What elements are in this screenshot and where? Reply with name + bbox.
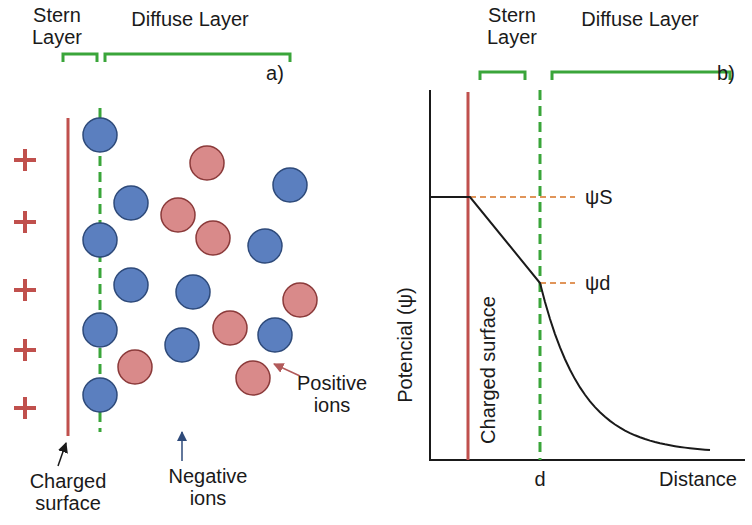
leader-arrow: [181, 432, 183, 461]
surface-label: Charged surface: [477, 285, 499, 455]
leader-arrow: [274, 364, 300, 376]
diffuse-bracket: [105, 54, 290, 62]
ion-label: Negative ions: [160, 465, 256, 509]
stern-bracket: [63, 54, 97, 62]
charged-surface-line: [467, 92, 470, 460]
ion-label: Positive ions: [287, 372, 377, 416]
potential-label: ψd: [585, 272, 645, 294]
stern-bracket: [480, 72, 525, 80]
negative-ions: [83, 118, 307, 412]
plus-signs: [14, 149, 36, 419]
potential-curve: [430, 197, 710, 450]
axis-tick-label: d: [520, 468, 560, 490]
positive-ions: [118, 146, 317, 395]
panel-letter: b): [706, 62, 746, 84]
potential-label: ψS: [585, 186, 645, 208]
guide-line: [540, 282, 575, 284]
layer-title: Diffuse Layer: [540, 8, 740, 30]
surface-label: Charged surface: [18, 470, 118, 514]
layer-title: Stern Layer: [476, 4, 548, 48]
layer-title: Stern Layer: [21, 4, 93, 48]
leader-arrow: [58, 443, 66, 466]
panel-letter: a): [255, 62, 295, 84]
layer-bracket: [63, 54, 730, 80]
guide-line: [470, 196, 575, 198]
layer-title: Diffuse Layer: [90, 8, 290, 30]
charged-surface-line: [67, 118, 70, 436]
diffuse-bracket: [552, 72, 730, 80]
axes: [430, 90, 745, 460]
stern-plane: [539, 90, 542, 460]
axis-title: Distance: [648, 468, 748, 490]
axis-title: Potencial (ψ): [394, 245, 416, 445]
